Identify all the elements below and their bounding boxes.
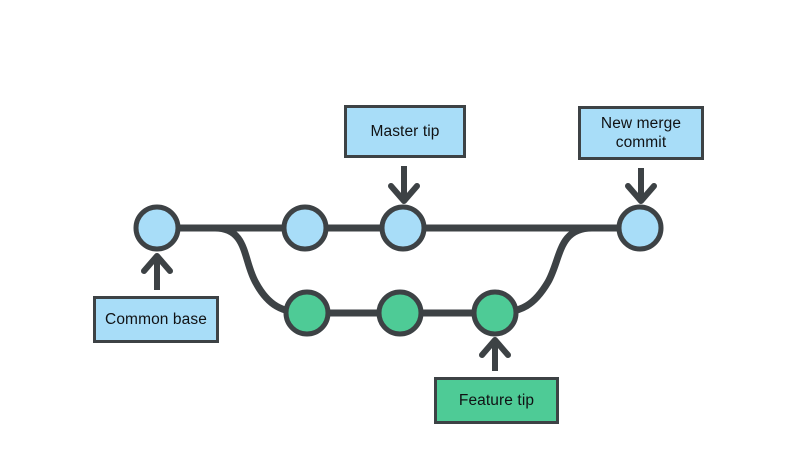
callout-common-base[interactable]: Common base [93, 296, 219, 343]
arrow-down-new-merge-commit [625, 168, 657, 204]
arrow-up-common-base [141, 253, 173, 290]
arrow-down-master-tip [388, 166, 420, 204]
commit-node-merge-commit[interactable] [616, 204, 664, 252]
commit-node-common-base[interactable] [133, 204, 181, 252]
commit-node-master-1[interactable] [281, 204, 329, 252]
commit-node-feature-1[interactable] [283, 289, 331, 337]
commit-node-feature-tip[interactable] [471, 289, 519, 337]
callout-new-merge-commit[interactable]: New merge commit [578, 106, 704, 160]
arrow-up-feature-tip [479, 337, 511, 371]
commit-node-feature-2[interactable] [376, 289, 424, 337]
callout-feature-tip[interactable]: Feature tip [434, 377, 559, 424]
callout-master-tip[interactable]: Master tip [344, 105, 466, 158]
commit-node-master-tip[interactable] [379, 204, 427, 252]
